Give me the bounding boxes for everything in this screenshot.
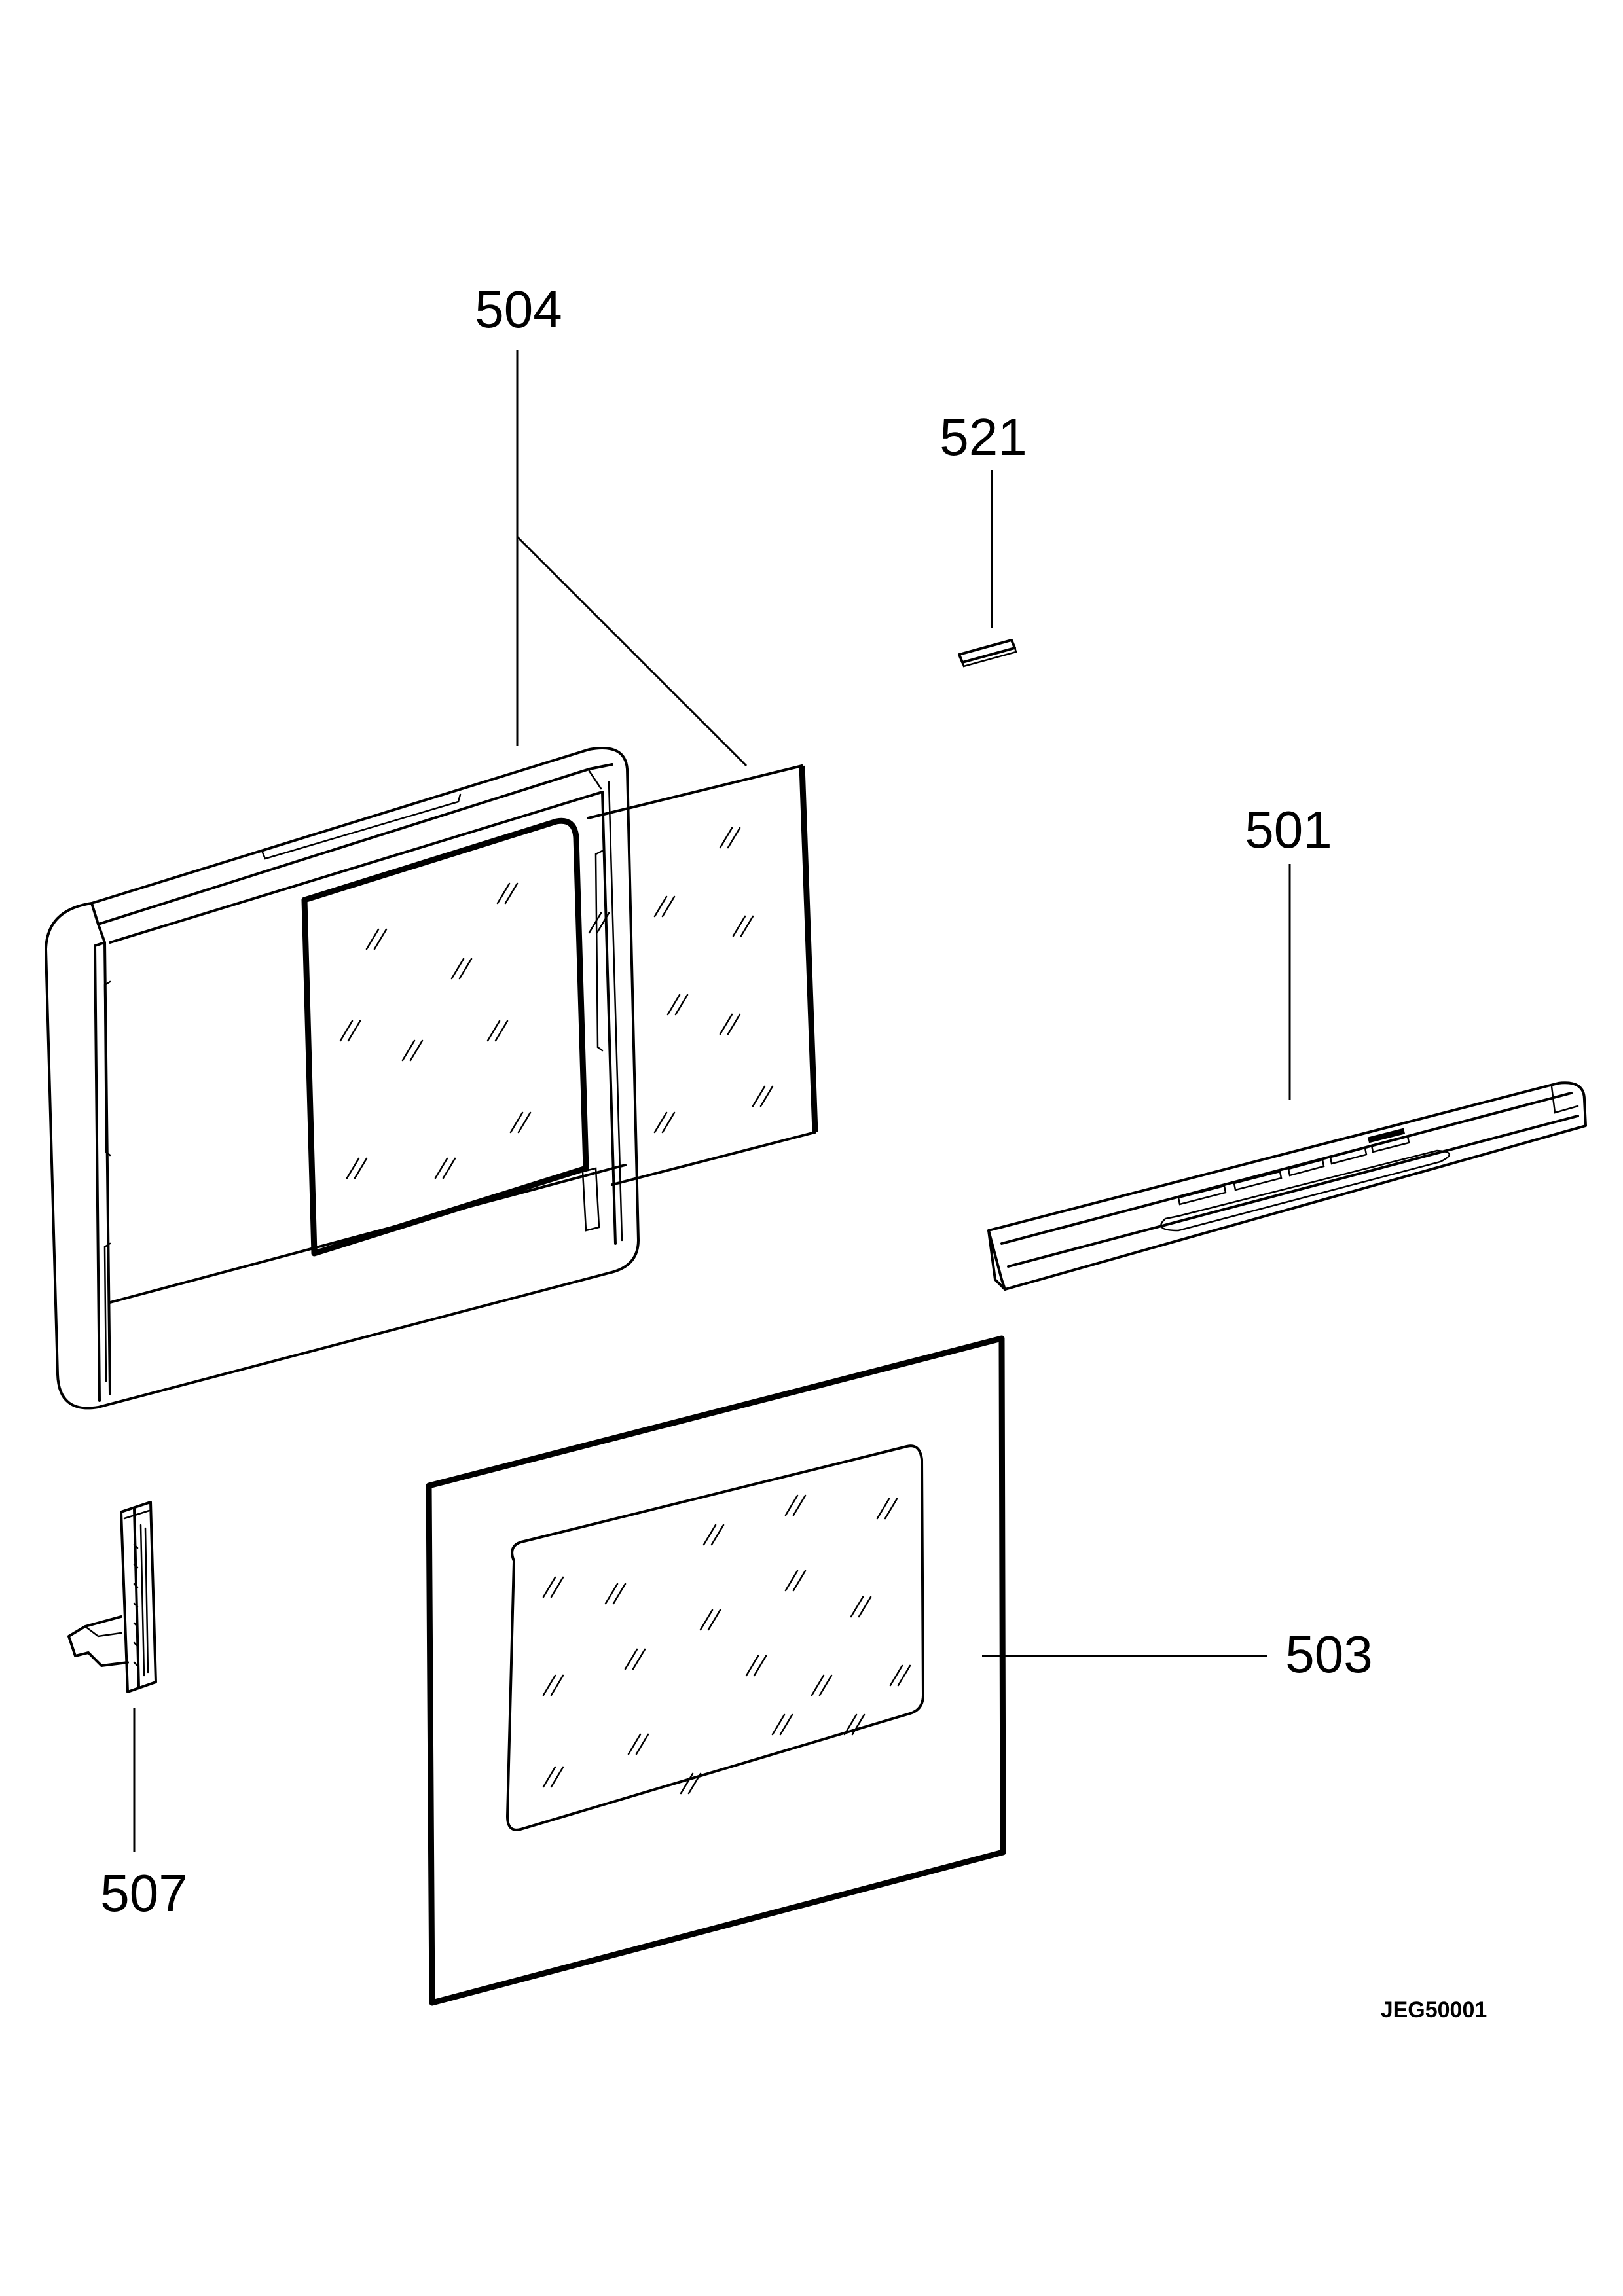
callout-521: 521 <box>939 408 1027 466</box>
part-521-clip <box>958 639 1017 668</box>
glass-reflection-mark <box>889 1664 903 1687</box>
glass-reflection-mark <box>674 994 689 1016</box>
glass-reflection-mark <box>719 1013 733 1035</box>
glass-reflection-mark <box>710 1524 725 1546</box>
glass-reflection-mark <box>517 1111 532 1134</box>
glass-reflection-mark <box>450 958 465 980</box>
glass-reflection-mark <box>632 1648 646 1670</box>
glass-reflection-mark <box>346 1157 360 1179</box>
glass-reflection-mark <box>635 1733 649 1755</box>
glass-reflection-mark <box>661 895 676 918</box>
glass-reflection-mark <box>434 1157 448 1179</box>
glass-reflection-mark <box>792 1570 807 1592</box>
part-507-hinge <box>67 1501 157 1693</box>
glass-reflection-mark <box>365 928 380 950</box>
glass-reflection-mark <box>504 882 519 905</box>
glass-reflection-mark <box>771 1713 786 1736</box>
glass-reflection-mark <box>752 1085 766 1107</box>
glass-reflection-mark <box>702 1524 717 1546</box>
glass-reflection-mark <box>727 1013 741 1035</box>
glass-reflection-mark <box>542 1576 556 1598</box>
glass-reflection-mark <box>687 1772 702 1795</box>
glass-reflection-mark <box>727 827 741 849</box>
glass-reflection-mark <box>596 912 610 934</box>
glass-reflection-mark <box>661 1111 676 1134</box>
glass-reflection-mark <box>624 1648 638 1670</box>
glass-reflection-mark <box>339 1020 354 1042</box>
glass-reflection-mark <box>811 1674 825 1696</box>
glass-reflection-mark <box>843 1713 858 1736</box>
glass-reflection-mark <box>653 895 668 918</box>
callout-501: 501 <box>1245 800 1332 859</box>
glass-reflection-mark <box>486 1020 501 1042</box>
glass-reflection-mark <box>612 1583 627 1605</box>
glass-reflection-mark <box>719 827 733 849</box>
glass-reflection-mark <box>779 1713 793 1736</box>
glass-reflection-mark <box>884 1498 898 1520</box>
glass-reflection-mark <box>542 1674 556 1696</box>
glass-reflection-mark <box>753 1655 767 1677</box>
leader-lines <box>133 350 1291 1852</box>
glass-reflection-mark <box>680 1772 694 1795</box>
glass-reflection-mark <box>627 1733 642 1755</box>
glass-reflection-mark <box>550 1674 564 1696</box>
glass-reflection-mark <box>876 1498 890 1520</box>
glass-reflection-mark <box>707 1609 721 1631</box>
callout-504: 504 <box>475 280 562 338</box>
callout-507: 507 <box>100 1864 187 1922</box>
glass-reflection-mark <box>550 1766 564 1788</box>
glass-reflection-mark <box>494 1020 509 1042</box>
glass-reflection-mark <box>897 1664 911 1687</box>
glass-reflection-mark <box>542 1766 556 1788</box>
glass-reflection-mark <box>792 1494 807 1516</box>
part-504-outer-glass <box>587 764 818 1186</box>
glass-reflection-mark <box>373 928 388 950</box>
part-501-control-panel <box>987 1081 1587 1291</box>
glass-reflection-mark <box>588 912 602 934</box>
part-504-inner-door-frame <box>45 747 640 1410</box>
glass-reflection-mark <box>354 1157 368 1179</box>
glass-reflection-mark <box>550 1576 564 1598</box>
glass-reflection-mark <box>653 1111 668 1134</box>
glass-reflection-mark <box>604 1583 619 1605</box>
glass-reflection-mark <box>784 1570 799 1592</box>
glass-reflection-mark <box>740 915 754 937</box>
part-503-outer-door-panel <box>426 1335 1006 2006</box>
glass-reflection-mark <box>818 1674 833 1696</box>
drawing-code: JEG50001 <box>1381 1998 1487 2022</box>
glass-reflection-mark <box>759 1085 774 1107</box>
glass-reflection-mark <box>858 1596 872 1618</box>
glass-reflection-mark <box>745 1655 759 1677</box>
glass-reflection-mark <box>442 1157 456 1179</box>
glass-reflection-mark <box>496 882 511 905</box>
glass-reflection-mark <box>851 1713 866 1736</box>
glass-reflection-mark <box>347 1020 361 1042</box>
part-504-inner-glass <box>301 817 589 1257</box>
glass-reflection-mark <box>509 1111 524 1134</box>
glass-reflection-mark <box>699 1609 714 1631</box>
glass-reflection-mark <box>401 1039 416 1062</box>
glass-reflection-mark <box>784 1494 799 1516</box>
glass-reflection-mark <box>409 1039 424 1062</box>
callout-503: 503 <box>1285 1625 1372 1683</box>
glass-reflection-mark <box>732 915 746 937</box>
glass-reflection-mark <box>458 958 473 980</box>
glass-reflection-mark <box>666 994 681 1016</box>
glass-reflection-mark <box>850 1596 864 1618</box>
